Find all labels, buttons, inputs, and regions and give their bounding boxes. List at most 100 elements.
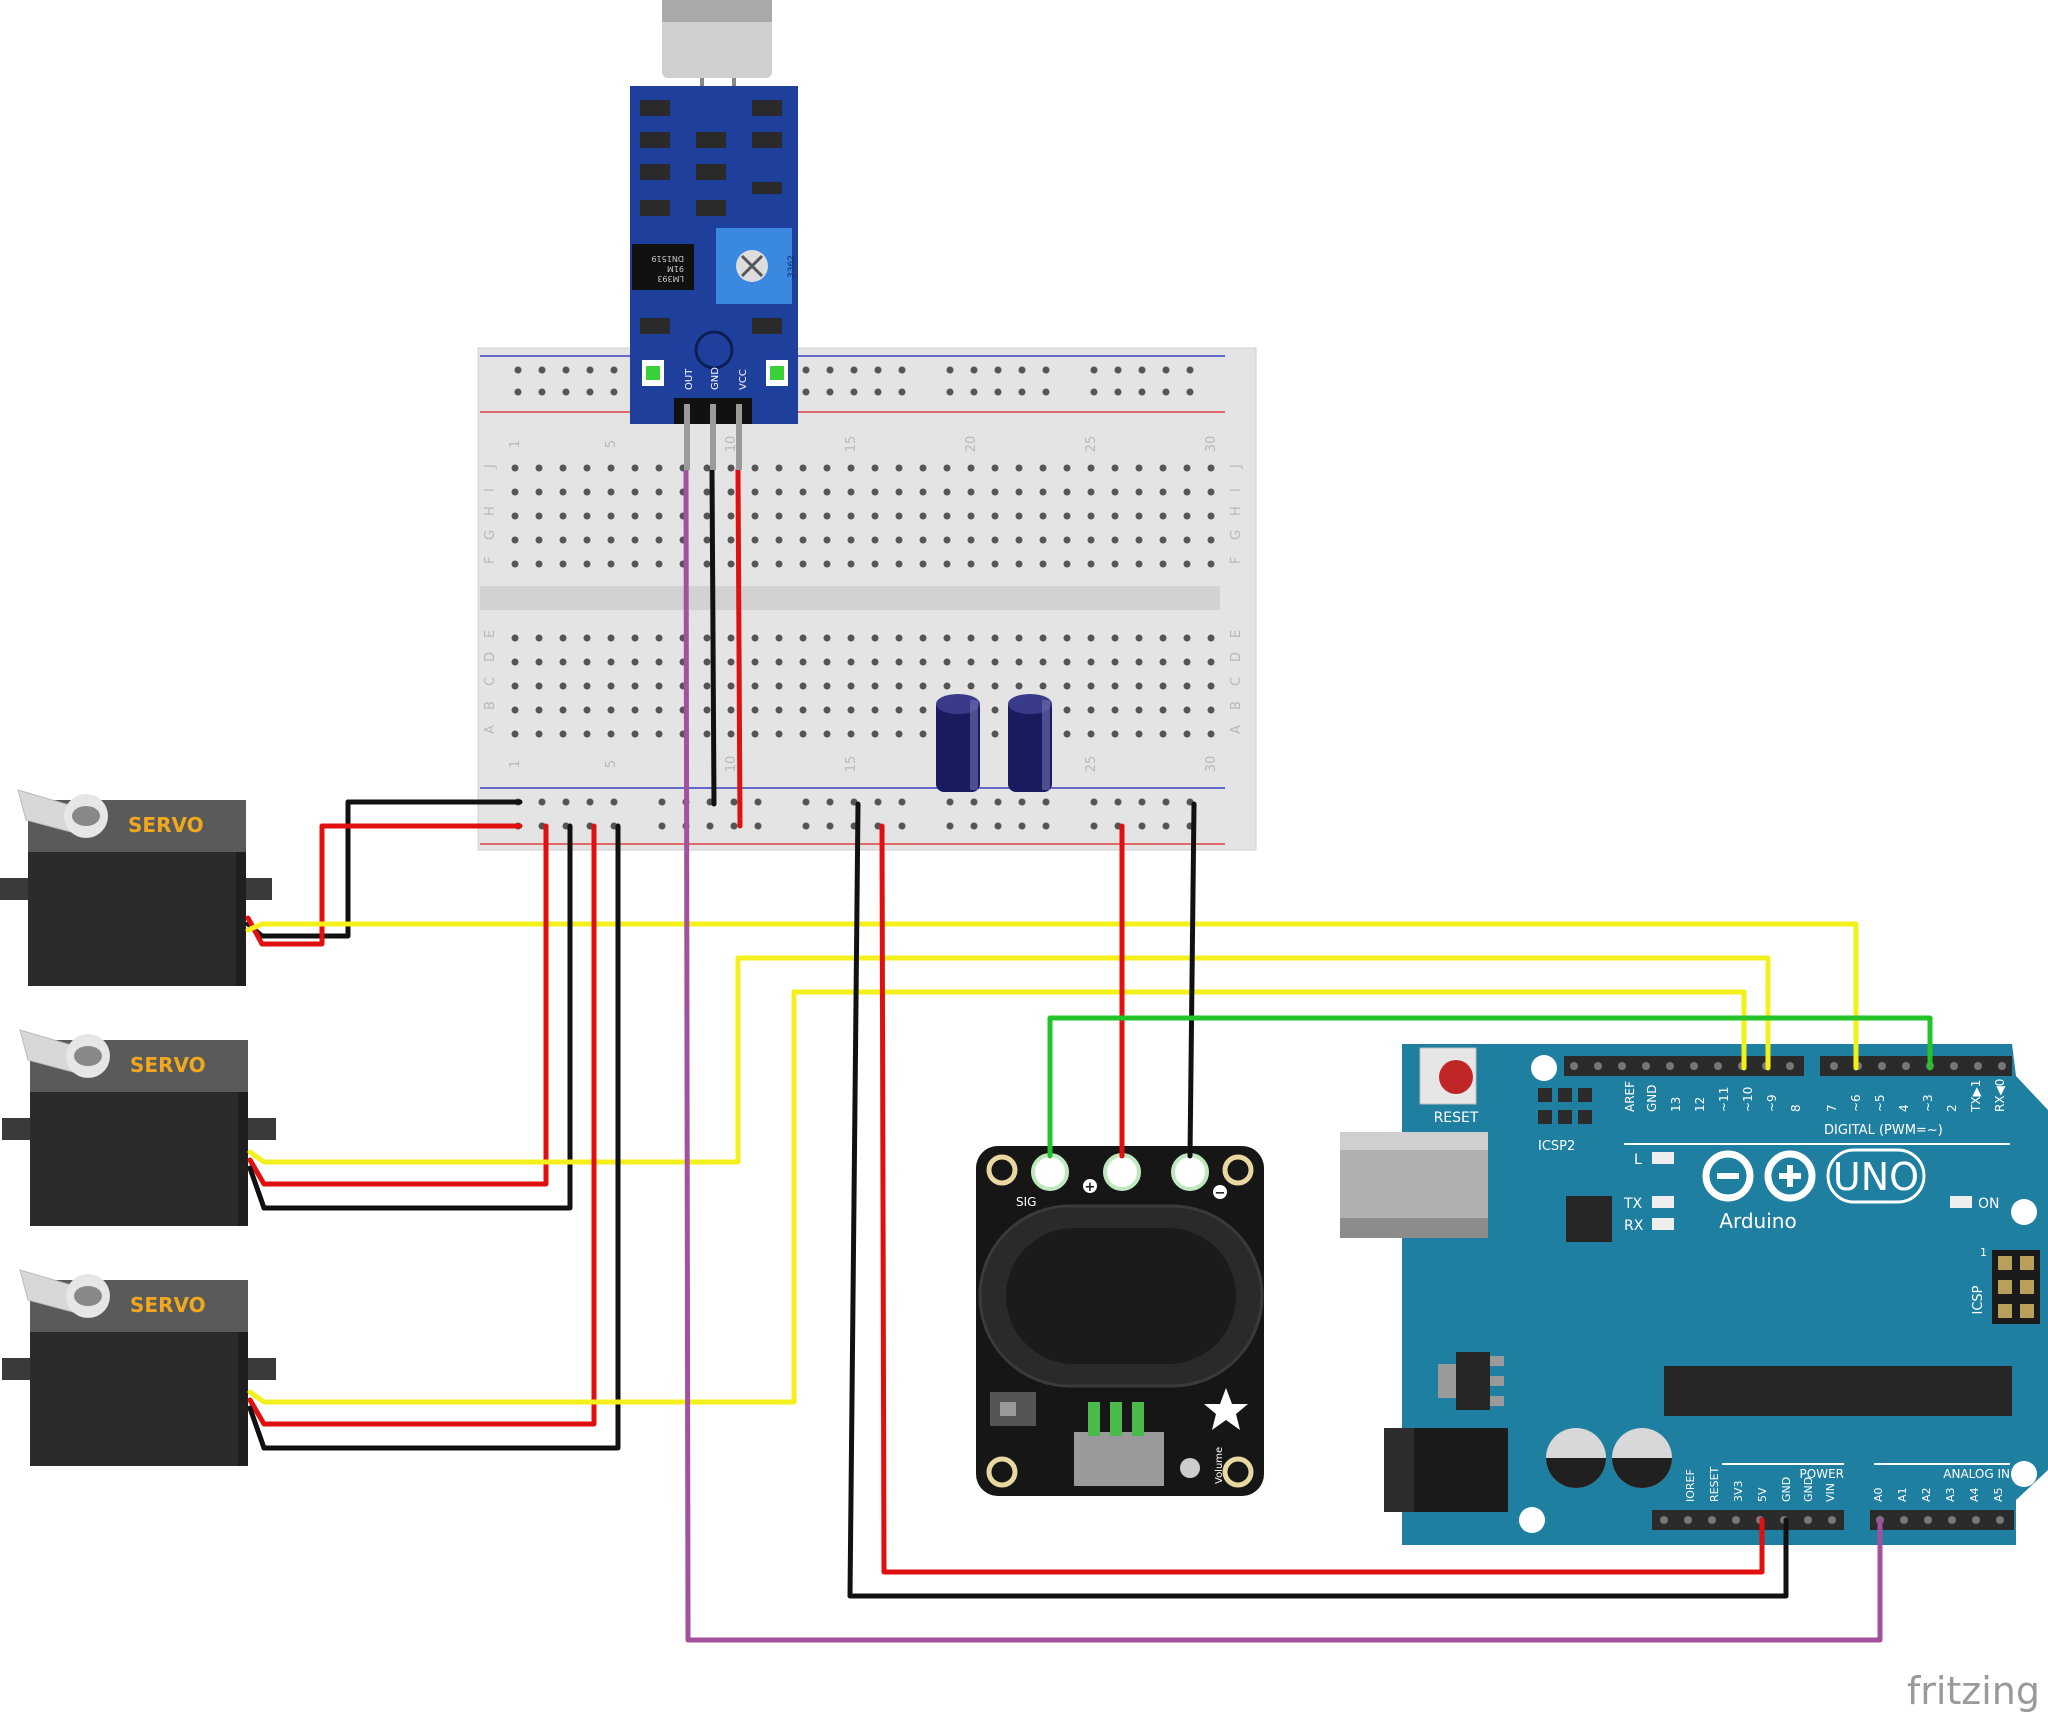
breadboard-hole xyxy=(991,464,999,472)
breadboard-hole xyxy=(727,682,735,690)
breadboard-hole xyxy=(631,706,639,714)
breadboard-hole xyxy=(1087,682,1095,690)
breadboard-hole xyxy=(751,658,759,666)
led-tx-label: TX xyxy=(1623,1196,1643,1212)
amp-pin-minus[interactable] xyxy=(1171,1153,1209,1191)
breadboard-rail-hole xyxy=(898,798,906,806)
breadboard-hole xyxy=(991,488,999,496)
breadboard-hole xyxy=(799,682,807,690)
breadboard-rail-hole xyxy=(826,798,834,806)
digital-pin-labels: AREF GND 13 12 ~11 ~10 ~9 8 7 ~6 ~5 4 ~3… xyxy=(1623,1079,2007,1113)
pin-label-a5: A5 xyxy=(1992,1487,2005,1502)
breadboard-hole xyxy=(1135,658,1143,666)
breadboard-hole xyxy=(1087,488,1095,496)
breadboard-hole xyxy=(919,658,927,666)
bb-top-num: 1 xyxy=(508,440,523,448)
breadboard-hole xyxy=(799,560,807,568)
amp-minus-label: − xyxy=(1215,1186,1226,1201)
breadboard-hole xyxy=(1087,560,1095,568)
breadboard-hole xyxy=(919,512,927,520)
breadboard-rail-hole xyxy=(730,798,738,806)
breadboard-hole xyxy=(1063,658,1071,666)
bb-top-num: 5 xyxy=(604,440,619,448)
servo-motor: SERVO xyxy=(2,1029,276,1226)
breadboard-hole xyxy=(1063,536,1071,544)
breadboard-hole xyxy=(703,560,711,568)
breadboard-hole xyxy=(535,682,543,690)
breadboard-hole xyxy=(799,706,807,714)
breadboard-hole xyxy=(967,682,975,690)
breadboard-rail-hole xyxy=(946,798,954,806)
breadboard-hole xyxy=(823,536,831,544)
pin-label-3v3: 3V3 xyxy=(1732,1480,1745,1502)
reset-button-cap[interactable] xyxy=(1439,1060,1473,1094)
breadboard-hole xyxy=(1159,464,1167,472)
breadboard-hole xyxy=(943,536,951,544)
breadboard-hole xyxy=(919,464,927,472)
breadboard-hole xyxy=(631,634,639,642)
breadboard-hole xyxy=(583,536,591,544)
breadboard-hole xyxy=(703,682,711,690)
breadboard-hole xyxy=(607,730,615,738)
breadboard-rail-hole xyxy=(994,388,1002,396)
breadboard-hole xyxy=(1063,706,1071,714)
breadboard-hole xyxy=(511,464,519,472)
breadboard-hole xyxy=(1111,658,1119,666)
header-pin-hole xyxy=(1594,1062,1602,1070)
breadboard-hole xyxy=(799,488,807,496)
breadboard-rail-hole xyxy=(1186,366,1194,374)
pin-label-a1: A1 xyxy=(1896,1487,1909,1502)
breadboard-rail-hole xyxy=(1090,388,1098,396)
breadboard-hole xyxy=(895,634,903,642)
breadboard-hole xyxy=(847,634,855,642)
breadboard-hole xyxy=(559,682,567,690)
breadboard-rail-hole xyxy=(1090,822,1098,830)
breadboard-hole xyxy=(1039,488,1047,496)
breadboard-rail-hole xyxy=(610,798,618,806)
breadboard-hole xyxy=(655,706,663,714)
breadboard-hole xyxy=(727,658,735,666)
sensor-pin-vcc-label: VCC xyxy=(738,369,749,390)
breadboard-hole xyxy=(1015,560,1023,568)
breadboard-rail-hole xyxy=(754,798,762,806)
breadboard-hole xyxy=(1159,512,1167,520)
breadboard-hole xyxy=(847,488,855,496)
breadboard-rail-hole xyxy=(1162,366,1170,374)
breadboard-rail-hole xyxy=(898,388,906,396)
breadboard-hole xyxy=(919,682,927,690)
capacitor xyxy=(936,694,980,792)
breadboard-hole xyxy=(1183,512,1191,520)
breadboard-rail-hole xyxy=(802,388,810,396)
breadboard-hole xyxy=(1183,658,1191,666)
breadboard-hole xyxy=(607,536,615,544)
breadboard-hole xyxy=(775,730,783,738)
breadboard-hole xyxy=(631,536,639,544)
breadboard-hole xyxy=(967,536,975,544)
bb-bottom-num: 30 xyxy=(1204,756,1219,773)
breadboard-hole xyxy=(1159,634,1167,642)
led-l-label: L xyxy=(1634,1152,1642,1168)
breadboard-rail-hole xyxy=(1042,366,1050,374)
volume-knob[interactable] xyxy=(1180,1458,1200,1478)
amp-pin-plus[interactable] xyxy=(1103,1153,1141,1191)
amp-pin-sig[interactable] xyxy=(1031,1153,1069,1191)
breadboard-hole xyxy=(535,634,543,642)
breadboard-hole xyxy=(655,658,663,666)
breadboard-hole xyxy=(991,536,999,544)
breadboard-hole xyxy=(1063,560,1071,568)
header-pin-hole xyxy=(1660,1516,1668,1524)
pin-label-2: 2 xyxy=(1945,1104,1959,1112)
breadboard-hole xyxy=(1207,658,1215,666)
led-tx xyxy=(1652,1196,1674,1208)
breadboard-hole xyxy=(1039,658,1047,666)
breadboard-hole xyxy=(895,536,903,544)
breadboard-rail-hole xyxy=(1114,388,1122,396)
breadboard-rail-hole xyxy=(1162,388,1170,396)
breadboard-hole xyxy=(919,488,927,496)
breadboard-hole xyxy=(727,730,735,738)
pin-label-7: 7 xyxy=(1825,1104,1839,1112)
wire-red xyxy=(247,823,549,1187)
wire-yellow xyxy=(247,989,1747,1405)
breadboard-hole xyxy=(967,464,975,472)
